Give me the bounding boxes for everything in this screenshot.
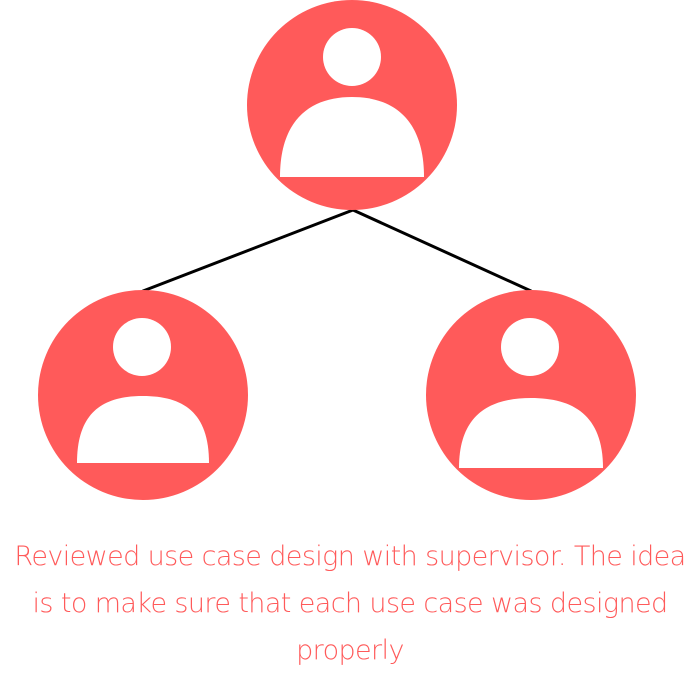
connector-line-right (351, 208, 533, 293)
hierarchy-diagram (38, 0, 636, 500)
connector-line-left (141, 208, 355, 293)
caption-text: Reviewed use case design with supervisor… (14, 541, 686, 666)
bottom-right-person-node (426, 290, 636, 500)
person-icon (459, 318, 603, 468)
top-person-node (247, 0, 457, 210)
person-icon (280, 28, 424, 177)
bottom-left-person-node (38, 290, 248, 500)
person-icon (77, 318, 209, 463)
